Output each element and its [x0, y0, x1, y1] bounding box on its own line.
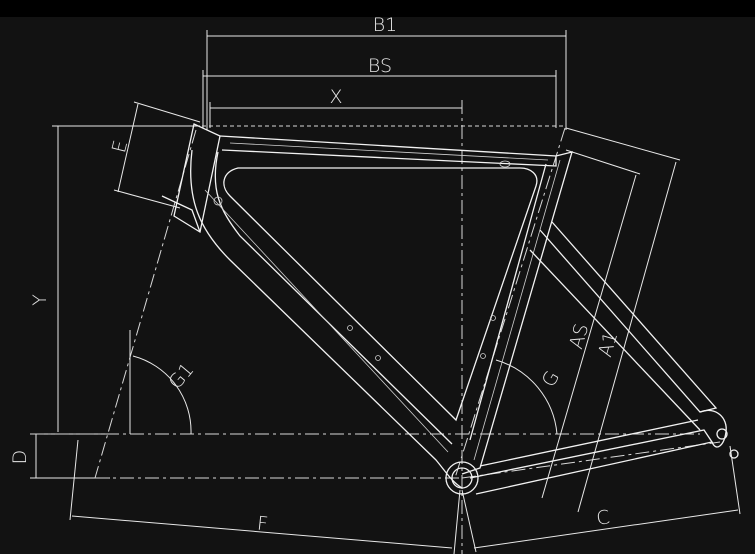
frame [161, 123, 739, 495]
label-g: G [538, 367, 564, 391]
label-b1: B1 [373, 14, 398, 36]
label-y: Y [29, 294, 51, 306]
dimension-as [541, 149, 641, 499]
seat-tube-axis [454, 127, 566, 479]
top-bar [0, 0, 755, 17]
dimension-a1 [565, 127, 681, 513]
chainstay-axis [461, 441, 721, 479]
head-tube-axis [94, 129, 197, 479]
dimension-f [69, 439, 461, 554]
g1-angle-arc [132, 355, 192, 435]
label-d: D [9, 450, 31, 465]
label-x: X [329, 86, 342, 108]
g-angle-arc [495, 359, 558, 435]
dimension-x [209, 102, 462, 128]
label-a1: A1 [594, 329, 622, 359]
label-e: E [108, 138, 132, 155]
dimension-e [113, 101, 201, 209]
dimension-d [30, 433, 110, 479]
dimension-b1 [206, 30, 567, 130]
dimension-c [461, 445, 741, 553]
label-bs: BS [368, 55, 392, 77]
label-f: F [256, 513, 269, 536]
label-g1: G1 [164, 359, 198, 394]
dimension-y [52, 125, 200, 432]
dimension-bs [202, 70, 557, 128]
label-c: C [595, 506, 611, 530]
label-as: AS [565, 321, 593, 351]
